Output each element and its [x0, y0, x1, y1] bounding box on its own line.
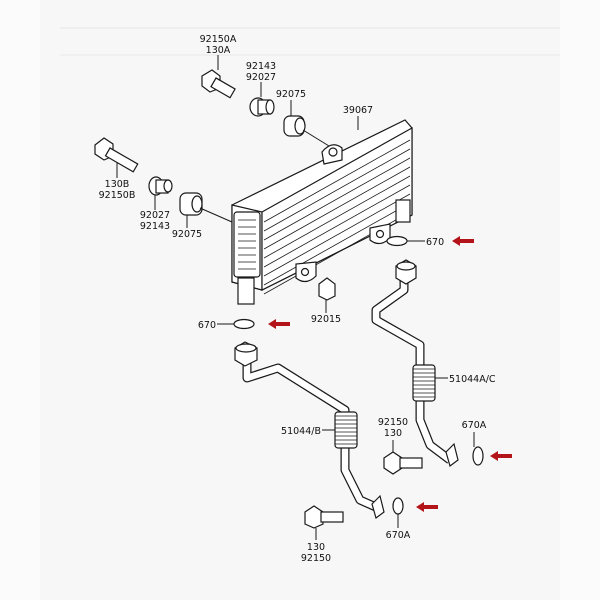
label-130-mid: 130 [384, 428, 402, 439]
label-39067: 39067 [343, 105, 373, 116]
label-130b: 130B [105, 179, 130, 190]
arrow-icon [452, 236, 474, 246]
bolt-92150a [201, 69, 236, 99]
label-92150-mid: 92150 [378, 417, 408, 428]
highlight-arrows [268, 236, 512, 512]
label-92015: 92015 [311, 314, 341, 325]
arrow-icon [490, 451, 512, 461]
o-ring-670-left [233, 318, 255, 330]
label-670a-right: 670A [462, 420, 487, 431]
oil-pipe-51044-b [234, 341, 385, 520]
grommet-92075-top [283, 115, 330, 147]
oil-pipe-51044a-c [371, 259, 459, 468]
label-92150-bottom: 92150 [301, 553, 331, 564]
cooler-fin [263, 175, 411, 259]
label-51044a-c: 51044A/C [449, 374, 496, 385]
label-670-left: 670 [198, 320, 216, 331]
label-670-right: 670 [426, 237, 444, 248]
collar-92143-top [249, 97, 275, 117]
label-92143-left: 92143 [140, 221, 170, 232]
cooler-fin [263, 139, 411, 223]
o-ring-670-right [386, 235, 408, 247]
arrow-icon [416, 502, 438, 512]
label-92027-left: 92027 [140, 210, 170, 221]
label-92075-top: 92075 [276, 89, 306, 100]
label-670a-bottom: 670A [386, 530, 411, 541]
label-92150b: 92150B [99, 190, 136, 201]
label-92150a: 92150A [200, 34, 237, 45]
cooler-fin [263, 166, 411, 250]
label-130-bottom: 130 [307, 542, 325, 553]
arrow-icon [268, 319, 290, 329]
leader-lines [116, 55, 475, 540]
o-ring-670a-bottom [392, 497, 404, 515]
o-ring-670a-right [472, 446, 484, 466]
label-92027: 92027 [246, 72, 276, 83]
bolt-92150-bottom [304, 505, 344, 529]
cooler-fin [263, 184, 411, 268]
nut-92015 [318, 277, 336, 301]
page-background [40, 0, 560, 600]
cooler-fin [263, 193, 411, 277]
cooler-fin [263, 148, 411, 232]
oil-cooler-39067 [231, 119, 413, 305]
bolt-92150b [94, 137, 139, 173]
label-92075-left: 92075 [172, 229, 202, 240]
label-51044-b: 51044/B [281, 426, 321, 437]
label-92143: 92143 [246, 61, 276, 72]
grommet-92075-left [179, 192, 233, 223]
collar-92143-left [148, 176, 173, 196]
label-130a: 130A [206, 45, 231, 56]
cooler-fin [263, 157, 411, 241]
cooler-fin [263, 202, 411, 286]
